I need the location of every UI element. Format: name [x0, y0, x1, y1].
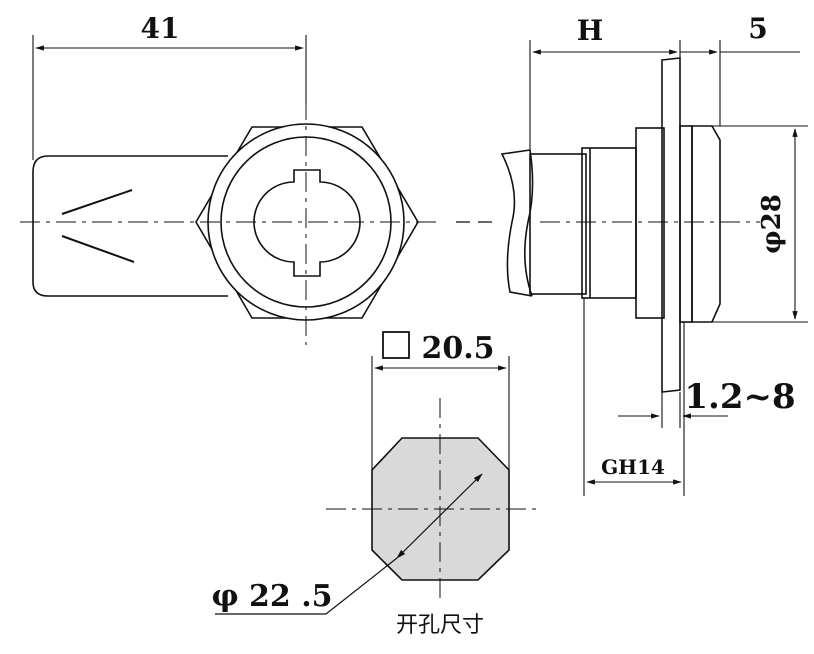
- dim-gh14-label: GH14: [601, 455, 665, 479]
- dim-h: [529, 40, 681, 150]
- dim-5-label: 5: [748, 12, 767, 45]
- lever-mark-lower: [61, 235, 135, 263]
- square-symbol-icon: [382, 331, 410, 359]
- dim-dia28: [712, 125, 808, 323]
- cutout-caption: 开孔尺寸: [396, 613, 484, 638]
- lever-arm: [32, 155, 228, 297]
- lever-mark-upper: [61, 189, 133, 215]
- dim-41-label: 41: [141, 12, 180, 45]
- lever-stub: [500, 149, 533, 297]
- dim-gh14: [583, 298, 685, 496]
- nut: [635, 127, 665, 319]
- front-centerlines: [20, 100, 436, 345]
- dim-41: [32, 35, 307, 160]
- flange: [679, 125, 693, 323]
- dim-square-label: 20.5: [421, 331, 494, 366]
- dim-panel: [618, 392, 728, 428]
- dim-cutout-dia-label: φ 22 .5: [211, 579, 332, 614]
- keyhole: [253, 169, 361, 277]
- dim-5: [680, 40, 800, 126]
- hex-nut: [195, 126, 419, 319]
- dim-dia28-label: φ28: [757, 194, 787, 254]
- dim-cutout-dia: [215, 473, 483, 615]
- bezel: [691, 125, 721, 323]
- side-view: [500, 57, 721, 393]
- panel: [661, 57, 681, 393]
- shaft: [529, 153, 587, 295]
- dim-h-label: H: [577, 14, 603, 47]
- dim-panel-label: 1.2~8: [684, 377, 795, 417]
